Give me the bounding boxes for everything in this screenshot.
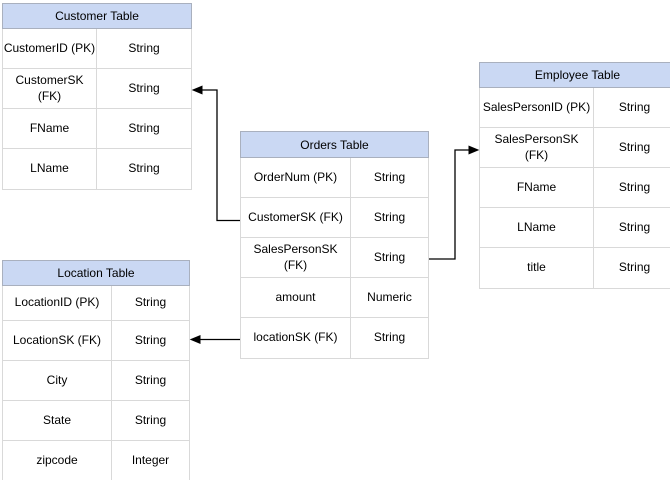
fk-connector-orders-employee[interactable] (429, 145, 480, 260)
table-row[interactable]: CustomerSK (FK) String (241, 198, 428, 238)
table-row[interactable]: FName String (480, 168, 670, 208)
table-row[interactable]: State String (3, 401, 189, 441)
table-row[interactable]: SalesPersonSK (FK) String (241, 238, 428, 278)
field-type: String (373, 169, 406, 184)
arrowhead-right-icon (468, 145, 480, 155)
field-type: String (618, 179, 651, 194)
orders-table-header[interactable]: Orders Table (240, 131, 429, 158)
field-name: LocationID (PK) (3, 286, 112, 320)
employee-table-header[interactable]: Employee Table (479, 62, 670, 88)
table-row[interactable]: LName String (3, 149, 191, 189)
table-row[interactable]: LName String (480, 208, 670, 248)
table-row[interactable]: CustomerID (PK) String (3, 29, 191, 69)
table-row[interactable]: LocationSK (FK) String (3, 321, 189, 361)
field-type: String (134, 295, 167, 310)
field-type: String (373, 249, 406, 264)
field-type: String (128, 161, 160, 176)
table-row[interactable]: amount Numeric (241, 278, 428, 318)
field-type: Numeric (367, 289, 412, 304)
field-type: Integer (131, 453, 170, 468)
field-name: zipcode (3, 441, 112, 480)
table-row[interactable]: zipcode Integer (3, 441, 189, 480)
field-type: String (128, 80, 160, 95)
table-row[interactable]: SalesPersonSK (FK) String (480, 128, 670, 168)
field-type: String (618, 99, 651, 114)
field-name: LocationSK (FK) (3, 321, 112, 360)
table-row[interactable]: locationSK (FK) String (241, 318, 428, 358)
field-name: locationSK (FK) (241, 318, 351, 358)
field-type: String (134, 412, 167, 427)
fk-connector-orders-customer[interactable] (191, 85, 240, 222)
field-name: FName (3, 109, 97, 148)
field-type: String (373, 330, 406, 345)
field-name: title (480, 248, 594, 288)
table-row[interactable]: FName String (3, 109, 191, 149)
field-name: SalesPersonID (PK) (480, 88, 594, 127)
field-name: FName (480, 168, 594, 207)
table-row[interactable]: SalesPersonID (PK) String (480, 88, 670, 128)
location-table-header[interactable]: Location Table (2, 260, 190, 286)
field-name: CustomerID (PK) (3, 29, 97, 68)
table-row[interactable]: CustomerSK (FK) String (3, 69, 191, 109)
field-name: CustomerSK (FK) (3, 69, 97, 108)
field-type: String (618, 260, 651, 275)
fk-connector-orders-location[interactable] (189, 334, 240, 345)
field-name: SalesPersonSK (FK) (480, 128, 594, 167)
field-name: LName (480, 208, 594, 247)
arrowhead-left-icon (191, 85, 203, 95)
table-row[interactable]: City String (3, 361, 189, 401)
field-type: String (373, 209, 406, 224)
field-type: String (134, 332, 167, 347)
field-name: SalesPersonSK (FK) (241, 238, 351, 277)
field-type: String (128, 120, 160, 135)
field-name: CustomerSK (FK) (241, 198, 351, 237)
field-name: State (3, 401, 112, 440)
field-name: LName (3, 149, 97, 189)
field-name: amount (241, 278, 351, 317)
table-row[interactable]: OrderNum (PK) String (241, 158, 428, 198)
table-row[interactable]: LocationID (PK) String (3, 286, 189, 321)
field-type: String (618, 219, 651, 234)
field-type: String (128, 40, 160, 55)
field-name: OrderNum (PK) (241, 158, 351, 197)
table-row[interactable]: title String (480, 248, 670, 288)
arrowhead-left-icon (189, 334, 201, 345)
customer-table-header[interactable]: Customer Table (2, 3, 192, 29)
field-name: City (3, 361, 112, 400)
field-type: String (618, 139, 651, 154)
field-type: String (134, 372, 167, 387)
